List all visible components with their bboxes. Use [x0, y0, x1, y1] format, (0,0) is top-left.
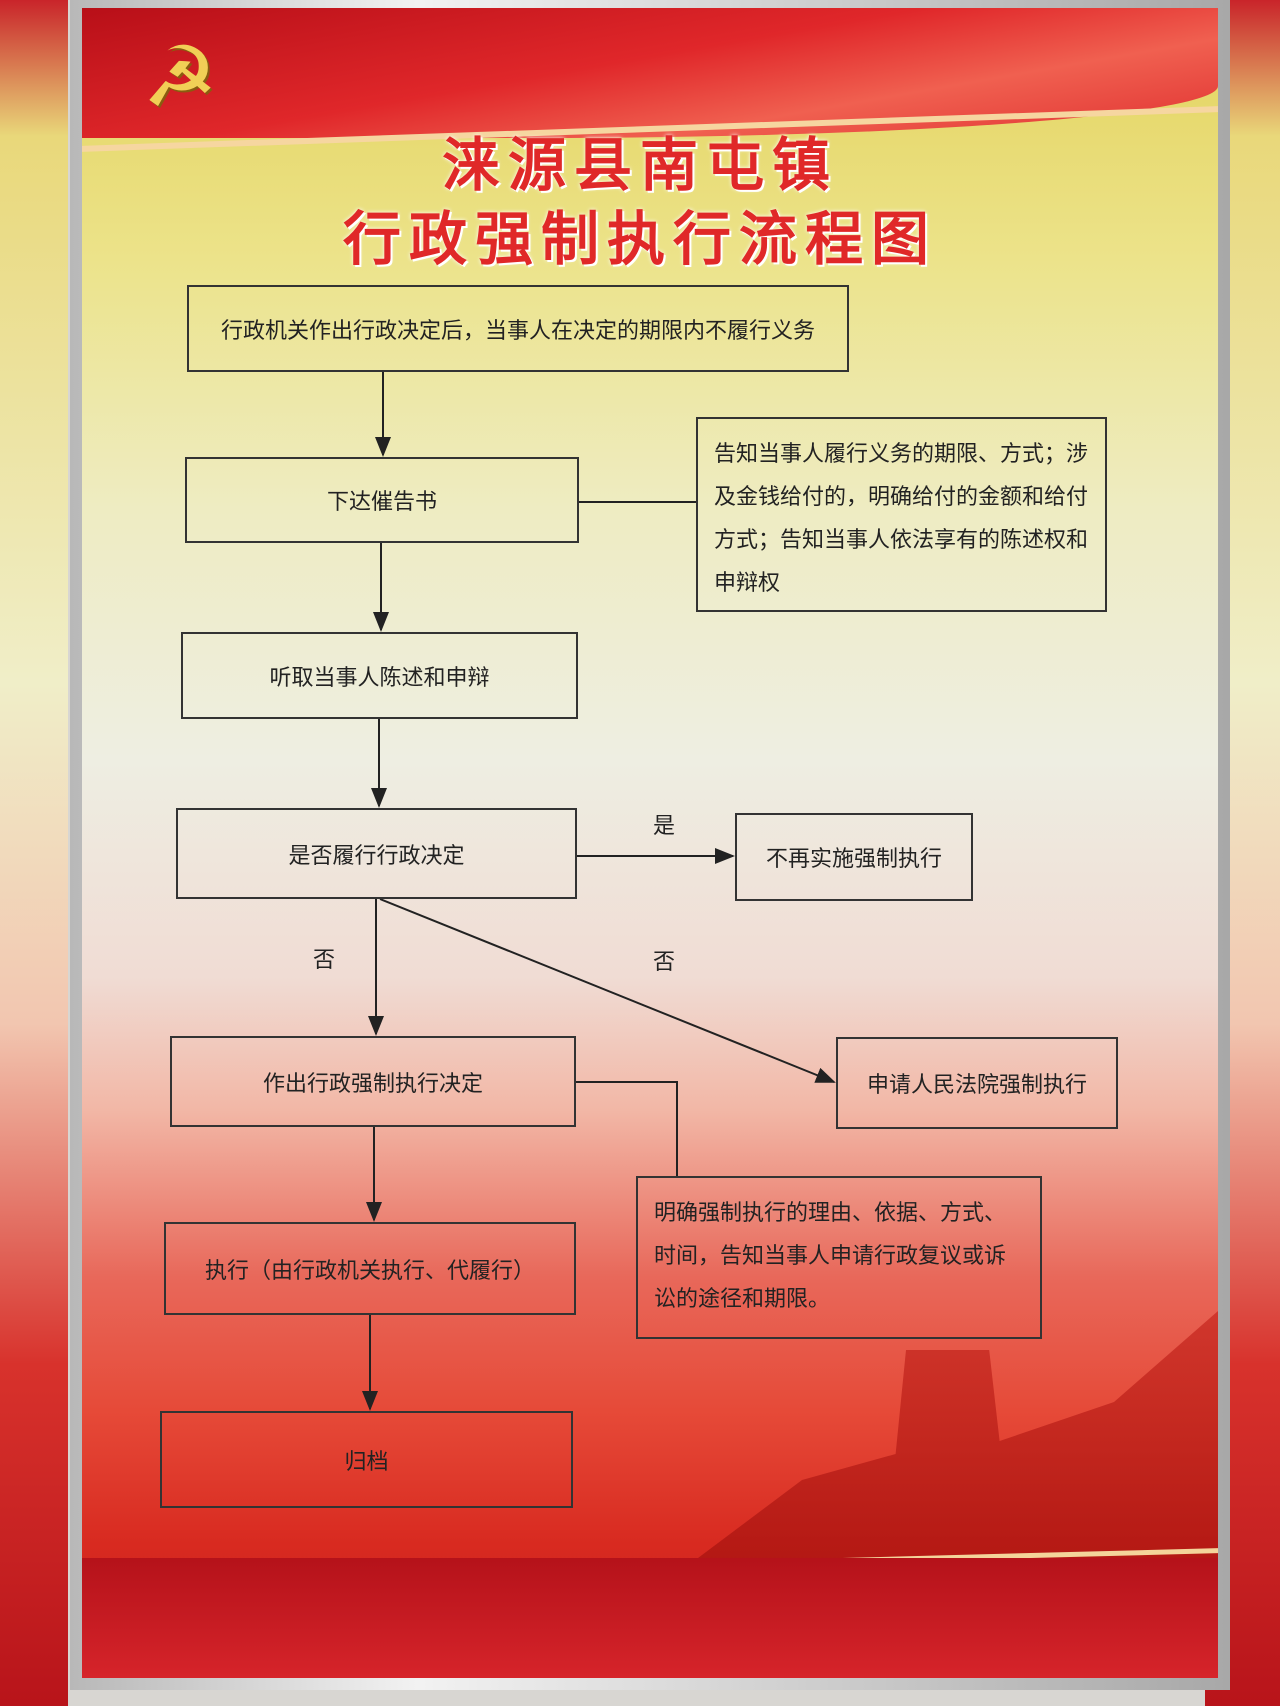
title-line-2: 行政强制执行流程图	[342, 205, 937, 273]
footer-banner	[82, 1558, 1218, 1678]
decision-performed: 是否履行行政决定	[176, 808, 577, 899]
step-apply-court: 申请人民法院强制执行	[836, 1037, 1118, 1129]
connector-note2	[576, 1081, 678, 1176]
step-nonperformance: 行政机关作出行政决定后，当事人在决定的期限内不履行义务	[187, 285, 849, 372]
party-emblem-icon: ☭	[142, 28, 218, 126]
yes-label: 是	[653, 814, 676, 839]
note-reminder-content: 告知当事人履行义务的期限、方式；涉及金钱给付的，明确给付的金额和给付方式；告知当…	[696, 417, 1107, 612]
step-execute: 执行（由行政机关执行、代履行）	[164, 1222, 576, 1315]
note-enforcement-content: 明确强制执行的理由、依据、方式、时间，告知当事人申请行政复议或诉讼的途径和期限。	[636, 1176, 1042, 1339]
no-label-left: 否	[313, 948, 336, 973]
arrow-no-right	[379, 898, 836, 1083]
step-enforcement-decision: 作出行政强制执行决定	[170, 1036, 576, 1127]
result-no-enforcement: 不再实施强制执行	[735, 813, 973, 901]
step-archive: 归档	[160, 1411, 573, 1508]
step-issue-reminder: 下达催告书	[185, 457, 579, 543]
left-neighbor-poster	[0, 0, 68, 1706]
step-hear-statement: 听取当事人陈述和申辩	[181, 632, 578, 719]
no-label-right: 否	[653, 950, 676, 975]
title-line-1: 涞源县南屯镇	[441, 131, 838, 199]
